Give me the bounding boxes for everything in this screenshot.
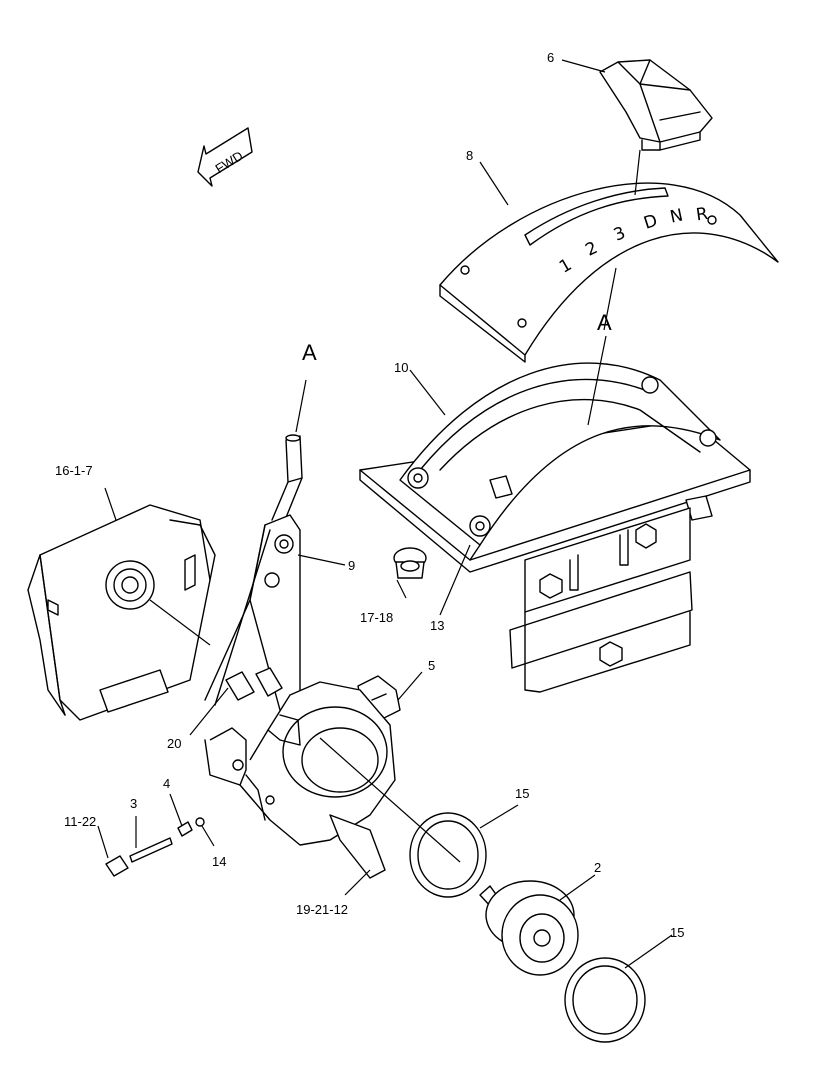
callout-13: 13 xyxy=(430,618,444,633)
callout-2: 2 xyxy=(594,860,601,875)
fwd-arrow-icon: FWD xyxy=(197,127,253,187)
seal-ring-upper xyxy=(409,812,487,898)
detent-rotor xyxy=(479,880,579,976)
callout-labels: 6 8 A A 10 16-1-7 9 17-18 13 5 20 15 3 4… xyxy=(55,50,684,940)
callout-11-22: 11-22 xyxy=(64,814,96,829)
neutral-switch-housing xyxy=(27,504,216,721)
shifter-body xyxy=(204,681,396,879)
gear-position-r: R xyxy=(695,204,710,225)
callout-19-21-12: 19-21-12 xyxy=(296,902,348,917)
shift-knob xyxy=(599,59,713,151)
callout-6: 6 xyxy=(547,50,554,65)
callout-8: 8 xyxy=(466,148,473,163)
seal-ring-lower xyxy=(564,957,646,1043)
callout-9: 9 xyxy=(348,558,355,573)
callout-14: 14 xyxy=(212,854,226,869)
shift-gate-bracket xyxy=(359,362,751,693)
callout-20: 20 xyxy=(167,736,181,751)
shift-lever xyxy=(204,434,303,711)
callout-10: 10 xyxy=(394,360,408,375)
gear-position-n: N xyxy=(668,205,685,227)
hardware-fasteners xyxy=(105,817,205,877)
callout-15-upper: 15 xyxy=(515,786,529,801)
callout-a-lever: A xyxy=(302,340,317,365)
callout-leader-lines xyxy=(97,59,673,969)
callout-15-lower: 15 xyxy=(670,925,684,940)
gear-position-d: D xyxy=(641,211,660,234)
shift-quadrant-cover: 1 2 3 D N R xyxy=(439,182,779,363)
callout-a-quadrant: A xyxy=(597,310,612,335)
callout-4: 4 xyxy=(163,776,170,791)
nut-washer xyxy=(393,547,427,579)
callout-17-18: 17-18 xyxy=(360,610,393,625)
callout-3: 3 xyxy=(130,796,137,811)
callout-5: 5 xyxy=(428,658,435,673)
callout-16-1-7: 16-1-7 xyxy=(55,463,93,478)
